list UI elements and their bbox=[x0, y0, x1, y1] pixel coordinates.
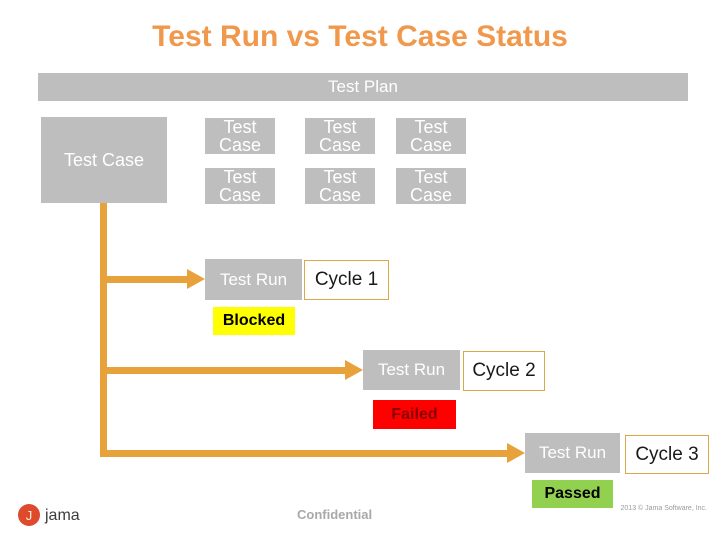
test-case-box: Test Case bbox=[205, 118, 275, 154]
test-case-box-line2: Case bbox=[409, 185, 453, 205]
test-run-2-box: Test Run bbox=[363, 350, 460, 390]
test-case-parent-label: Test Case bbox=[63, 149, 145, 170]
test-run-1-box: Test Run bbox=[205, 259, 302, 300]
connector-branch-2-line bbox=[100, 367, 345, 374]
arrow-right-icon bbox=[345, 360, 363, 380]
cycle-2-box: Cycle 2 bbox=[463, 351, 545, 391]
connector-branch-1-line bbox=[100, 276, 187, 283]
connector-branch-3-line bbox=[100, 450, 507, 457]
cycle-1-label: Cycle 1 bbox=[314, 269, 379, 290]
confidential-label: Confidential bbox=[297, 507, 373, 522]
test-plan-bar: Test Plan bbox=[38, 73, 688, 101]
test-case-box-line1: Test bbox=[414, 167, 448, 187]
cycle-3-label: Cycle 3 bbox=[635, 443, 699, 465]
test-case-parent-box: Test Case bbox=[41, 117, 167, 203]
arrow-right-icon bbox=[507, 443, 525, 463]
jama-logo-wordmark: jama bbox=[45, 507, 80, 524]
cycle-1-box: Cycle 1 bbox=[304, 260, 389, 300]
test-case-box-line2: Case bbox=[218, 135, 262, 155]
test-case-box: Test Case bbox=[205, 168, 275, 204]
test-case-box: Test Case bbox=[305, 118, 375, 154]
slide-title: Test Run vs Test Case Status bbox=[152, 20, 568, 53]
status-badge-passed: Passed bbox=[532, 480, 613, 508]
jama-logo-initial: J bbox=[25, 507, 33, 523]
status-passed-label: Passed bbox=[544, 485, 601, 502]
test-case-box-line2: Case bbox=[318, 185, 362, 205]
test-case-box: Test Case bbox=[305, 168, 375, 204]
jama-logo-icon: J bbox=[18, 504, 40, 526]
test-run-3-label: Test Run bbox=[538, 443, 607, 462]
test-case-box-line2: Case bbox=[218, 185, 262, 205]
test-case-box-line1: Test bbox=[323, 117, 357, 137]
test-case-box-line2: Case bbox=[318, 135, 362, 155]
cycle-2-label: Cycle 2 bbox=[472, 360, 536, 381]
connector-vertical-line bbox=[100, 203, 107, 457]
test-run-3-box: Test Run bbox=[525, 433, 620, 473]
copyright-label: 2013 © Jama Software, Inc. bbox=[620, 505, 707, 512]
test-case-box-line1: Test bbox=[323, 167, 357, 187]
test-run-1-label: Test Run bbox=[219, 269, 288, 289]
test-case-box-line1: Test bbox=[223, 117, 257, 137]
status-badge-failed: Failed bbox=[373, 400, 456, 429]
test-plan-label: Test Plan bbox=[328, 77, 398, 96]
test-case-box-line1: Test bbox=[223, 167, 257, 187]
status-blocked-label: Blocked bbox=[222, 312, 286, 329]
arrow-right-icon bbox=[187, 269, 205, 289]
test-case-box: Test Case bbox=[396, 118, 466, 154]
cycle-3-box: Cycle 3 bbox=[625, 435, 709, 474]
status-failed-label: Failed bbox=[391, 405, 438, 423]
test-run-2-label: Test Run bbox=[377, 360, 446, 379]
test-case-box-line1: Test bbox=[414, 117, 448, 137]
test-case-box: Test Case bbox=[396, 168, 466, 204]
status-badge-blocked: Blocked bbox=[213, 307, 295, 335]
test-case-box-line2: Case bbox=[409, 135, 453, 155]
